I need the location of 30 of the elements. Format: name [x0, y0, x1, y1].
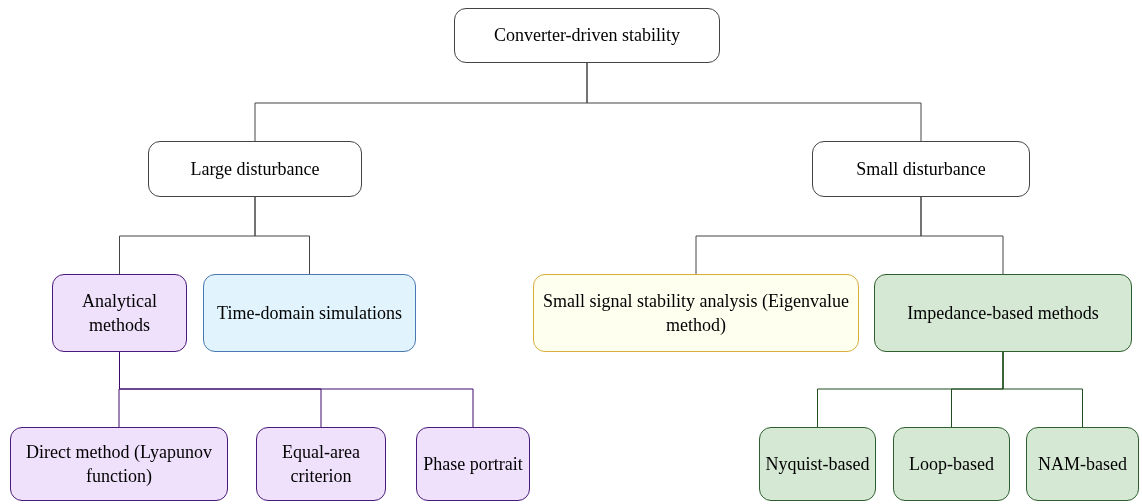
- node-label: Nyquist-based: [765, 452, 870, 476]
- node-label: Impedance-based methods: [907, 301, 1099, 325]
- connector-line: [1002, 351, 1083, 428]
- technique-box: [256, 427, 386, 501]
- method-box: [874, 274, 1132, 352]
- node-label: Small disturbance: [856, 157, 986, 181]
- node-label: Analytical methods: [81, 289, 158, 337]
- node-label: NAM-based: [1038, 452, 1127, 476]
- category-box: [812, 141, 1030, 197]
- connector-line: [586, 62, 922, 142]
- technique-box: [416, 427, 530, 501]
- technique-box: [10, 427, 228, 501]
- node-label: Time-domain simulations: [217, 301, 402, 325]
- technique-box: [759, 427, 876, 501]
- node-label: Loop-based: [909, 452, 994, 476]
- node-label: Large disturbance: [190, 157, 320, 181]
- connector-line: [254, 196, 310, 275]
- root-box: [454, 8, 720, 63]
- node-label: Small signal stability analysis (Eigenvalue method): [542, 289, 850, 337]
- node-label: Phase portrait: [423, 452, 523, 476]
- connector-line: [920, 196, 1004, 275]
- technique-box: [1026, 427, 1139, 501]
- method-box: [203, 274, 416, 352]
- method-box: [533, 274, 859, 352]
- category-box: [148, 141, 362, 197]
- technique-box: [893, 427, 1010, 501]
- method-box: [52, 274, 187, 352]
- node-label: Direct method (Lyapunov function): [25, 440, 213, 488]
- node-label: Equal-area criterion: [281, 440, 361, 488]
- node-label: Converter-driven stability: [493, 24, 681, 48]
